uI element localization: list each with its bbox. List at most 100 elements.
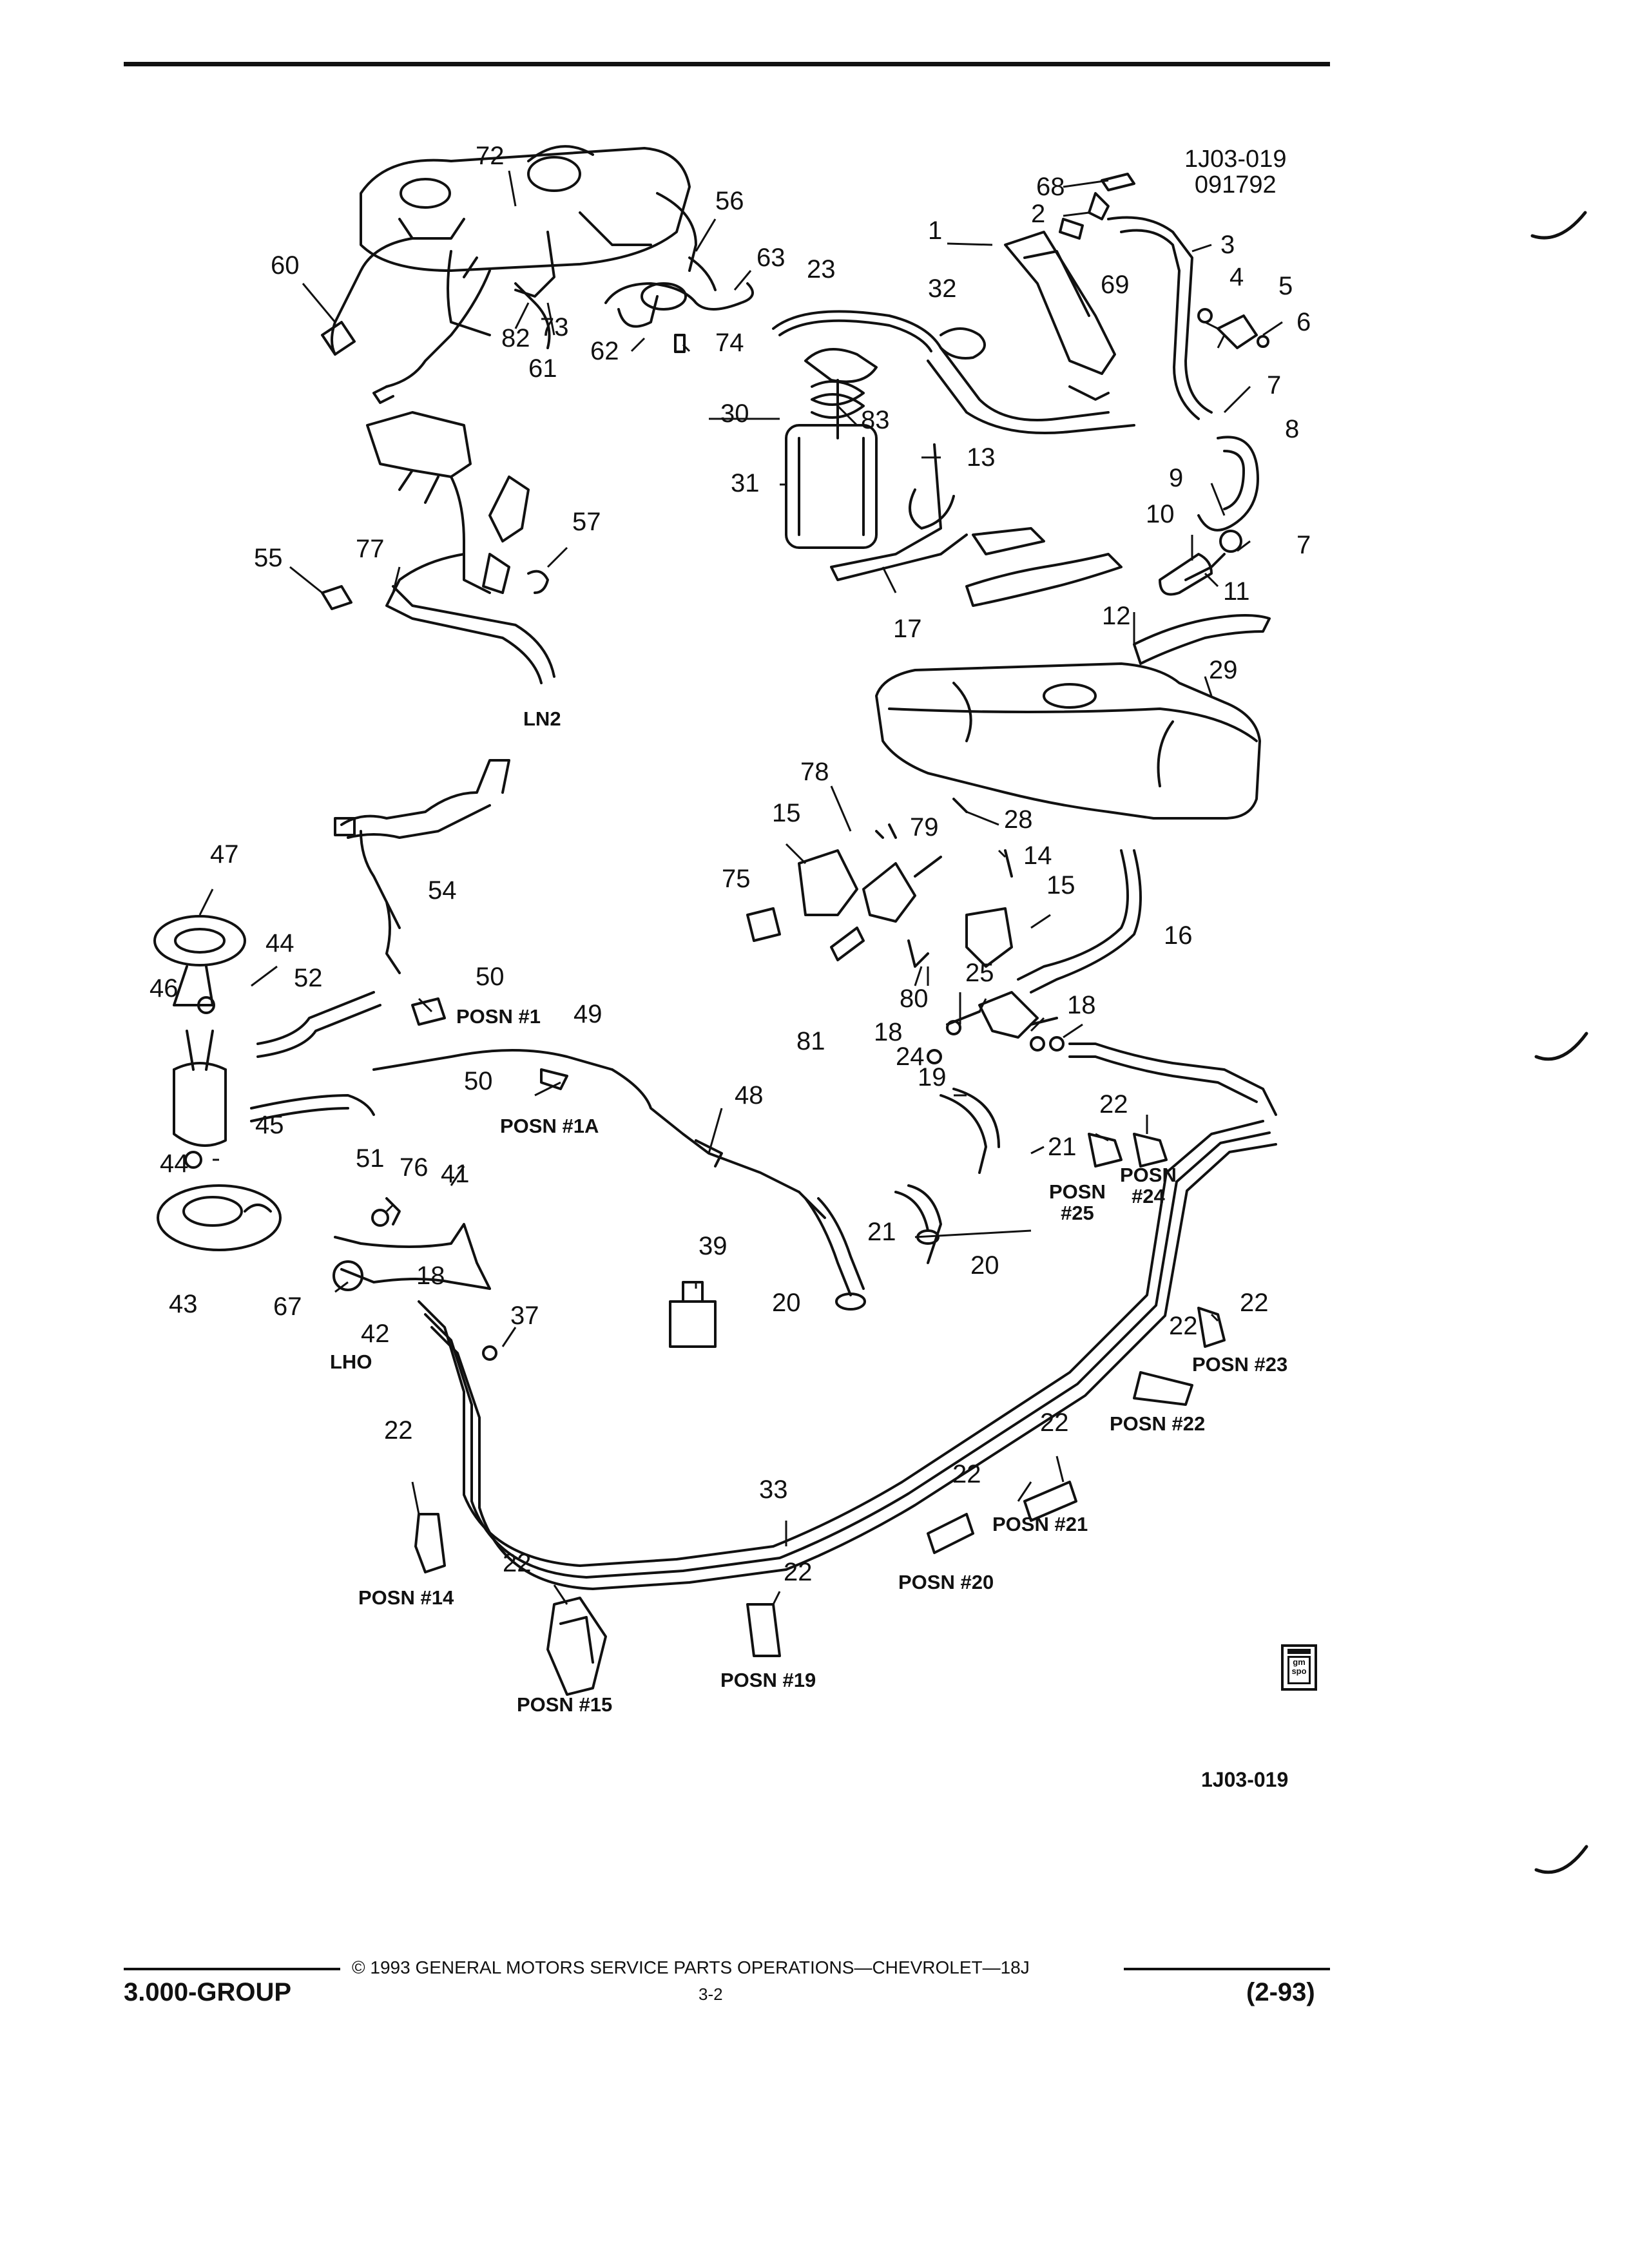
callout-50a: 50	[476, 963, 505, 991]
callout-29: 29	[1209, 656, 1238, 684]
callout-55: 55	[254, 544, 283, 572]
label-posn-24-line2: #24	[1132, 1184, 1165, 1207]
drawing-code: 1J03-019 091792	[1184, 146, 1286, 198]
footer-group: 3.000-GROUP	[124, 1978, 292, 2006]
callout-78: 78	[800, 758, 829, 786]
label-posn-19: POSN #19	[720, 1669, 816, 1691]
callout-60: 60	[271, 251, 300, 280]
callout-25: 25	[965, 959, 994, 987]
callout-41: 41	[441, 1160, 470, 1188]
callout-22a: 22	[1099, 1090, 1128, 1119]
callout-15a: 15	[772, 799, 801, 827]
callout-7b: 7	[1296, 531, 1311, 559]
callout-31: 31	[731, 469, 760, 497]
footer-rule-left	[124, 1968, 340, 1970]
callout-7a: 7	[1267, 371, 1282, 399]
label-posn-15: POSN #15	[517, 1693, 613, 1716]
callout-1: 1	[928, 216, 943, 245]
callout-22d: 22	[1040, 1408, 1069, 1437]
callout-50b: 50	[464, 1067, 493, 1095]
callout-18b: 18	[1067, 991, 1096, 1019]
callout-57: 57	[572, 508, 601, 536]
callout-74: 74	[715, 329, 744, 357]
callout-19: 19	[918, 1063, 947, 1091]
callout-21a: 21	[1048, 1133, 1077, 1161]
callout-6: 6	[1296, 308, 1311, 336]
callout-56: 56	[715, 187, 744, 215]
callout-33: 33	[759, 1475, 788, 1504]
label-lho: LHO	[330, 1350, 372, 1373]
callout-75: 75	[722, 865, 751, 893]
callout-47: 47	[210, 840, 239, 869]
callout-10: 10	[1146, 500, 1175, 528]
callout-13: 13	[967, 443, 996, 472]
callout-76: 76	[400, 1153, 429, 1182]
callout-18c: 18	[416, 1262, 445, 1290]
callout-37: 37	[510, 1302, 539, 1330]
callout-46: 46	[149, 974, 178, 1003]
callout-16: 16	[1164, 921, 1193, 950]
callout-22e: 22	[952, 1460, 981, 1488]
figure-code: 1J03-019	[1201, 1768, 1289, 1791]
callout-5: 5	[1278, 272, 1293, 300]
callout-12: 12	[1102, 602, 1131, 630]
label-ln2: LN2	[523, 707, 561, 730]
callout-22h: 22	[784, 1558, 813, 1586]
callout-77: 77	[356, 535, 385, 563]
label-posn-24-line1: POSN	[1120, 1164, 1177, 1186]
label-posn-25: POSN #25	[1049, 1180, 1106, 1224]
gm-spo-logo-text: gm spo	[1287, 1656, 1311, 1684]
callout-9: 9	[1169, 464, 1184, 492]
callout-81: 81	[796, 1027, 825, 1055]
callout-2: 2	[1031, 200, 1046, 228]
callout-79: 79	[910, 813, 939, 841]
callout-80: 80	[900, 985, 929, 1013]
callout-54: 54	[428, 876, 457, 905]
callout-69: 69	[1101, 271, 1130, 299]
callout-44a: 44	[265, 929, 294, 957]
callout-44b: 44	[160, 1149, 189, 1178]
callout-8: 8	[1285, 415, 1300, 443]
label-posn-20: POSN #20	[898, 1571, 994, 1593]
callout-48: 48	[735, 1081, 764, 1110]
callout-30: 30	[720, 399, 749, 428]
top-rule	[124, 62, 1330, 66]
footer-copyright: © 1993 GENERAL MOTORS SERVICE PARTS OPER…	[352, 1957, 1030, 1977]
callout-22f: 22	[384, 1416, 413, 1445]
gm-spo-logo: gm spo	[1281, 1644, 1317, 1691]
callout-22c: 22	[1169, 1312, 1198, 1340]
callout-63: 63	[757, 244, 786, 272]
callout-73: 73	[540, 313, 569, 341]
callout-51: 51	[356, 1144, 385, 1173]
callout-23: 23	[807, 255, 836, 284]
label-posn-25-line1: POSN	[1049, 1180, 1106, 1203]
footer-date: (2-93)	[1246, 1978, 1315, 2006]
callout-18a: 18	[874, 1018, 903, 1046]
callout-82: 82	[501, 324, 530, 352]
callout-11: 11	[1223, 577, 1250, 606]
callout-20a: 20	[970, 1251, 999, 1280]
callout-20b: 20	[772, 1289, 801, 1317]
label-posn-24: POSN #24	[1120, 1164, 1177, 1207]
callout-39: 39	[699, 1232, 728, 1260]
callout-72: 72	[476, 142, 505, 170]
callout-61: 61	[528, 354, 557, 383]
callout-24: 24	[896, 1043, 925, 1071]
label-posn-14: POSN #14	[358, 1586, 454, 1609]
callout-52: 52	[294, 964, 323, 992]
callout-62: 62	[590, 337, 619, 365]
label-posn-1a: POSN #1A	[500, 1115, 599, 1137]
callout-83: 83	[861, 406, 890, 434]
callout-3: 3	[1220, 231, 1235, 259]
callout-22g: 22	[503, 1549, 532, 1577]
drawing-code-date: 091792	[1194, 171, 1277, 198]
label-posn-21: POSN #21	[992, 1513, 1088, 1535]
label-posn-23: POSN #23	[1192, 1353, 1288, 1376]
callout-42: 42	[361, 1320, 390, 1348]
callout-15b: 15	[1046, 871, 1075, 899]
callout-32: 32	[928, 274, 957, 303]
callout-4: 4	[1229, 263, 1244, 291]
callout-14: 14	[1023, 841, 1052, 870]
